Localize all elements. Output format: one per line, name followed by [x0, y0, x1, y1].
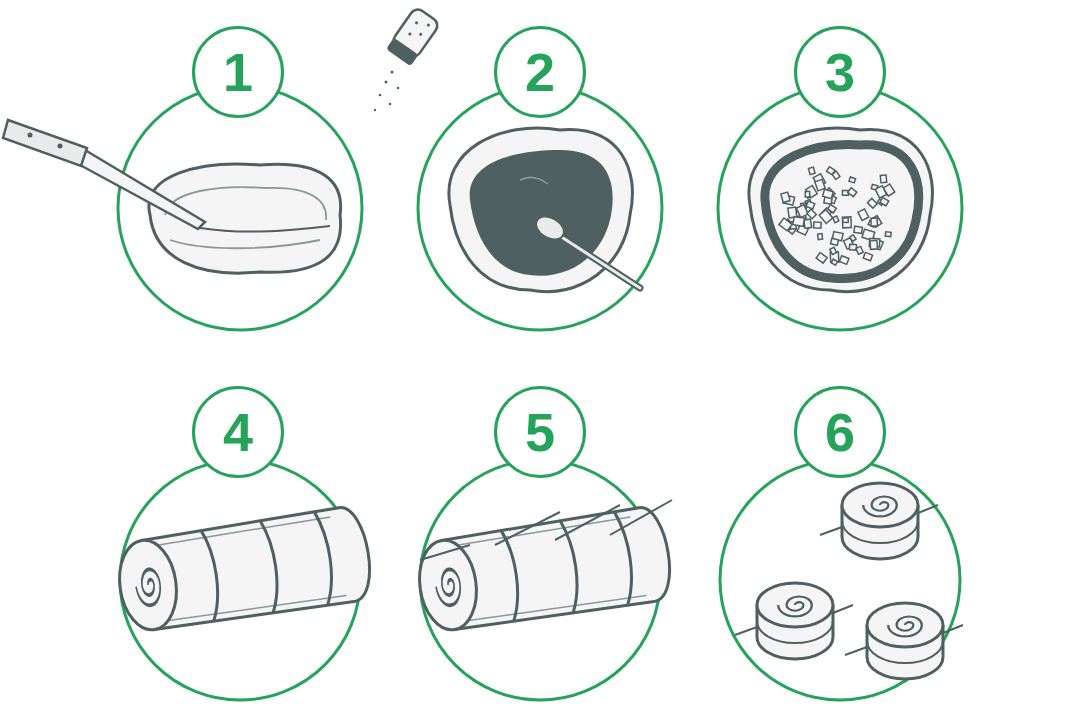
- illustration-part: [419, 32, 423, 36]
- step-number-badge: 3: [794, 26, 886, 118]
- step-number: 6: [825, 405, 855, 459]
- filling-piece: [870, 241, 877, 250]
- filling-piece: [854, 226, 862, 233]
- step-number-badge: 6: [794, 386, 886, 478]
- step-number: 1: [223, 45, 253, 99]
- illustration-part: [374, 71, 400, 112]
- filling-piece: [818, 234, 823, 240]
- illustration-part: [28, 133, 33, 138]
- filling-piece: [807, 209, 816, 218]
- meat-roll-tied: [113, 505, 374, 634]
- filling-piece: [871, 216, 882, 228]
- illustration-part: [113, 505, 374, 634]
- filling-piece: [779, 218, 792, 231]
- roll-slices: [735, 483, 963, 679]
- filling-piece: [814, 222, 822, 228]
- illustration-part: [386, 6, 440, 66]
- illustration-part: [397, 87, 400, 90]
- illustration-part: [58, 144, 63, 149]
- filling-piece: [885, 232, 891, 237]
- step-number-badge: 2: [494, 26, 586, 118]
- filling-piece: [858, 209, 869, 221]
- filling-piece: [833, 216, 839, 223]
- meat-filling: [749, 128, 933, 292]
- step-number-badge: 4: [192, 386, 284, 478]
- filling-piece: [830, 247, 837, 254]
- filling-piece: [832, 171, 840, 179]
- step-number-badge: 5: [494, 386, 586, 478]
- filling-piece: [848, 188, 857, 197]
- filling-piece: [880, 198, 889, 206]
- filling-piece: [843, 218, 849, 223]
- illustration-part: [389, 103, 392, 106]
- filling-piece: [806, 186, 817, 198]
- step-number: 5: [525, 405, 555, 459]
- illustration-part: [560, 236, 640, 288]
- filling-piece: [849, 177, 856, 183]
- filling-piece: [823, 189, 834, 198]
- filling-piece: [856, 246, 863, 254]
- step-number: 4: [223, 405, 253, 459]
- illustration-part: [735, 583, 853, 659]
- filling-piece: [815, 179, 825, 191]
- step-number-badge: 1: [192, 26, 284, 118]
- illustration-part: [386, 38, 419, 67]
- illustration-part: [391, 71, 394, 74]
- illustration-part: [3, 120, 87, 166]
- illustration-part: [820, 483, 938, 559]
- filling-piece: [867, 198, 877, 208]
- illustration-part: [385, 81, 388, 84]
- illustration-part: [374, 109, 376, 111]
- step-number: 3: [825, 45, 855, 99]
- illustration-part: [80, 150, 205, 229]
- illustration-part: [118, 86, 362, 330]
- illustration-part: [718, 86, 962, 330]
- filling-piece: [875, 186, 886, 198]
- illustration-part: [420, 500, 672, 560]
- illustration-part: [560, 236, 640, 288]
- illustration-part: [779, 167, 895, 265]
- step-number: 2: [525, 45, 555, 99]
- filling-piece: [808, 167, 815, 174]
- filling-piece: [863, 252, 872, 260]
- filling-piece: [816, 253, 827, 264]
- filling-piece: [849, 244, 856, 250]
- filling-piece: [839, 256, 849, 265]
- illustration-part: [379, 94, 382, 97]
- filling-piece: [793, 217, 805, 227]
- filling-piece: [871, 218, 877, 226]
- illustration-part: [413, 505, 674, 634]
- illustration-part: [520, 177, 548, 184]
- filling-piece: [842, 217, 851, 228]
- meat-roll-skewered: [413, 500, 674, 634]
- illustration-part: [414, 21, 418, 25]
- illustration-part: [845, 603, 963, 679]
- illustration-part: [408, 32, 412, 36]
- illustration-part: [426, 23, 430, 27]
- filling-piece: [806, 201, 815, 209]
- filling-piece: [804, 219, 812, 228]
- illustration-part: [532, 212, 568, 244]
- filling-piece: [831, 259, 837, 265]
- filling-piece: [831, 238, 839, 245]
- illustration-part: [749, 128, 933, 292]
- illustration-part: [765, 145, 919, 279]
- meat-sauce: [449, 128, 640, 292]
- illustration-part: [418, 86, 662, 330]
- meat-seasoning: [3, 6, 440, 273]
- filling-piece: [880, 175, 886, 183]
- illustration-part: [200, 226, 330, 232]
- filling-piece: [819, 210, 833, 224]
- filling-piece: [850, 235, 856, 242]
- filling-piece: [781, 192, 790, 202]
- filling-piece: [805, 191, 810, 197]
